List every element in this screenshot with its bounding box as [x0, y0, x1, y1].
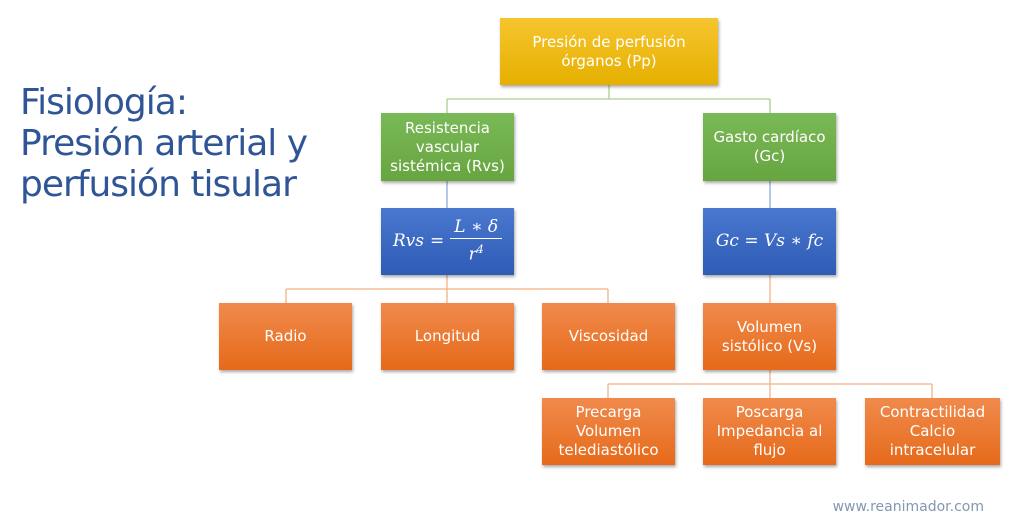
connector-level1-formula: [446, 181, 771, 208]
connector-root-level1: [446, 85, 771, 113]
formula-rvs-fraction: L ∗ δ r4: [450, 218, 503, 265]
formula-rvs-equals: =: [430, 231, 445, 251]
node-contractilidad: Contractilidad Calcio intracelular: [865, 398, 1000, 465]
formula-rvs-lhs: Rvs: [392, 231, 424, 251]
slide-title: Fisiología: Presión arterial y perfusión…: [20, 82, 308, 205]
node-longitud: Longitud: [381, 303, 514, 370]
formula-rvs-den-base: r: [468, 244, 477, 265]
formula-rvs-numerator: L ∗ δ: [450, 218, 503, 240]
formula-rvs-den-exp: 4: [476, 243, 484, 257]
formula-gc: Gc = Vs ∗ fc: [715, 231, 824, 251]
node-formula-gc: Gc = Vs ∗ fc: [703, 208, 836, 275]
node-gasto-cardiaco: Gasto cardíaco (Gc): [703, 113, 836, 181]
node-presion-perfusion: Presión de perfusión órganos (Pp): [500, 18, 718, 85]
node-viscosidad: Viscosidad: [542, 303, 675, 370]
formula-rvs-denominator: r4: [469, 239, 484, 265]
node-radio: Radio: [219, 303, 352, 370]
footer-url: www.reanimador.com: [832, 499, 984, 515]
formula-rvs: Rvs = L ∗ δ r4: [392, 218, 503, 265]
node-precarga: Precarga Volumen telediastólico: [542, 398, 675, 465]
node-volumen-sistolico: Volumen sistólico (Vs): [703, 303, 836, 370]
node-formula-rvs: Rvs = L ∗ δ r4: [381, 208, 514, 275]
node-resistencia-vascular: Resistencia vascular sistémica (Rvs): [381, 113, 514, 181]
node-poscarga: Poscarga Impedancia al flujo: [703, 398, 836, 465]
connector-formula-factors: [285, 275, 933, 398]
